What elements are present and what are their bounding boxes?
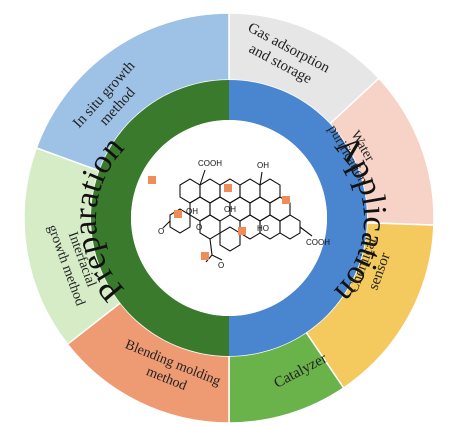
application-ring	[229, 80, 367, 356]
oh-center-label: OH	[186, 207, 198, 216]
oh-top-label: OH	[257, 161, 269, 170]
center-circle	[131, 120, 327, 316]
ho-right-label: HO	[257, 224, 269, 233]
oh-mid-label: OH	[224, 205, 236, 214]
ketone-o-label: O	[218, 261, 224, 270]
hexagon-rings	[169, 178, 301, 252]
cooh-top-label: COOH	[198, 159, 222, 168]
graphene-oxide-structure	[162, 169, 313, 263]
cooh-right-label: COOH	[306, 238, 330, 247]
epoxide-left-label: O	[158, 227, 164, 236]
preparation-ring	[91, 80, 229, 356]
functional-group-markers	[148, 176, 290, 260]
epoxide-right-label: O	[196, 223, 202, 232]
outer-ring	[23, 12, 435, 424]
